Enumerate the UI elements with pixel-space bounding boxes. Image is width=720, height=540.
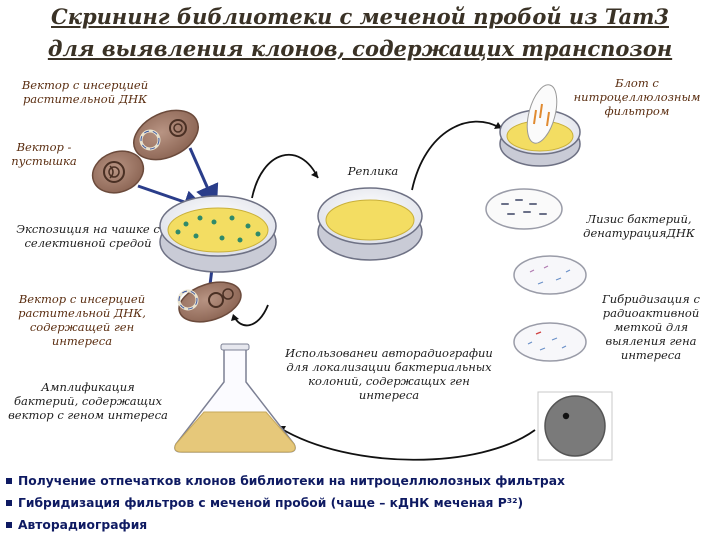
autoradiography-film xyxy=(537,391,613,461)
arrow-to-gene-bacterium xyxy=(233,304,269,327)
filter-lysis xyxy=(485,188,563,230)
arrowhead xyxy=(231,314,239,321)
label-hybridization: Гибридизация с радиоактивной меткой для … xyxy=(602,292,700,362)
label-autoradiography: Использованеи авторадиографии для локали… xyxy=(285,346,493,402)
bullet-list: Получение отпечатков клонов библиотеки н… xyxy=(6,470,718,536)
arrow-to-replica xyxy=(251,153,319,199)
bacterium-gene-insert xyxy=(177,281,242,323)
label-exposure-selective: Экспозиция на чашке с селективной средой xyxy=(16,222,160,250)
label-vector-insert-gene: Вектор с инсерцией растительной ДНК, сод… xyxy=(18,292,146,348)
label-lysis: Лизис бактерий, денатурацияДНК xyxy=(583,212,695,240)
culture-flask xyxy=(174,343,296,453)
bacterium-vector-insert xyxy=(133,109,199,161)
label-amplification: Амплификация бактерий, содержащих вектор… xyxy=(8,380,168,422)
arrow-to-flask xyxy=(279,427,536,461)
label-vector-insert-plant: Вектор с инсерцией растительной ДНК xyxy=(21,78,149,106)
label-vector-empty: Вектор - пустышка xyxy=(11,140,77,168)
bullet-item: Авторадиография xyxy=(6,514,718,536)
blot-plate xyxy=(499,84,581,167)
bullet-item: Гибридизация фильтров с меченой пробой (… xyxy=(6,492,718,514)
label-replica: Реплика xyxy=(347,164,399,178)
arrowhead xyxy=(311,171,318,178)
selective-plate xyxy=(159,195,277,273)
filter-hybridization-1 xyxy=(513,255,587,295)
title-line-2: для выявления клонов, содержащих транспо… xyxy=(47,36,673,61)
bacterium-vector-empty xyxy=(91,150,145,194)
bullet-item: Получение отпечатков клонов библиотеки н… xyxy=(6,470,718,492)
arrow-to-blot xyxy=(411,120,501,191)
label-blot: Блот с нитроцеллюлозным фильтром xyxy=(573,76,701,118)
replica-plate xyxy=(317,187,423,261)
title-line-1: Скрининг библиотеки с меченой пробой из … xyxy=(51,4,669,29)
nitrocellulose-filter xyxy=(526,84,558,144)
colonies xyxy=(175,215,261,243)
filter-hybridization-2 xyxy=(513,322,587,362)
arrowhead xyxy=(494,122,502,129)
